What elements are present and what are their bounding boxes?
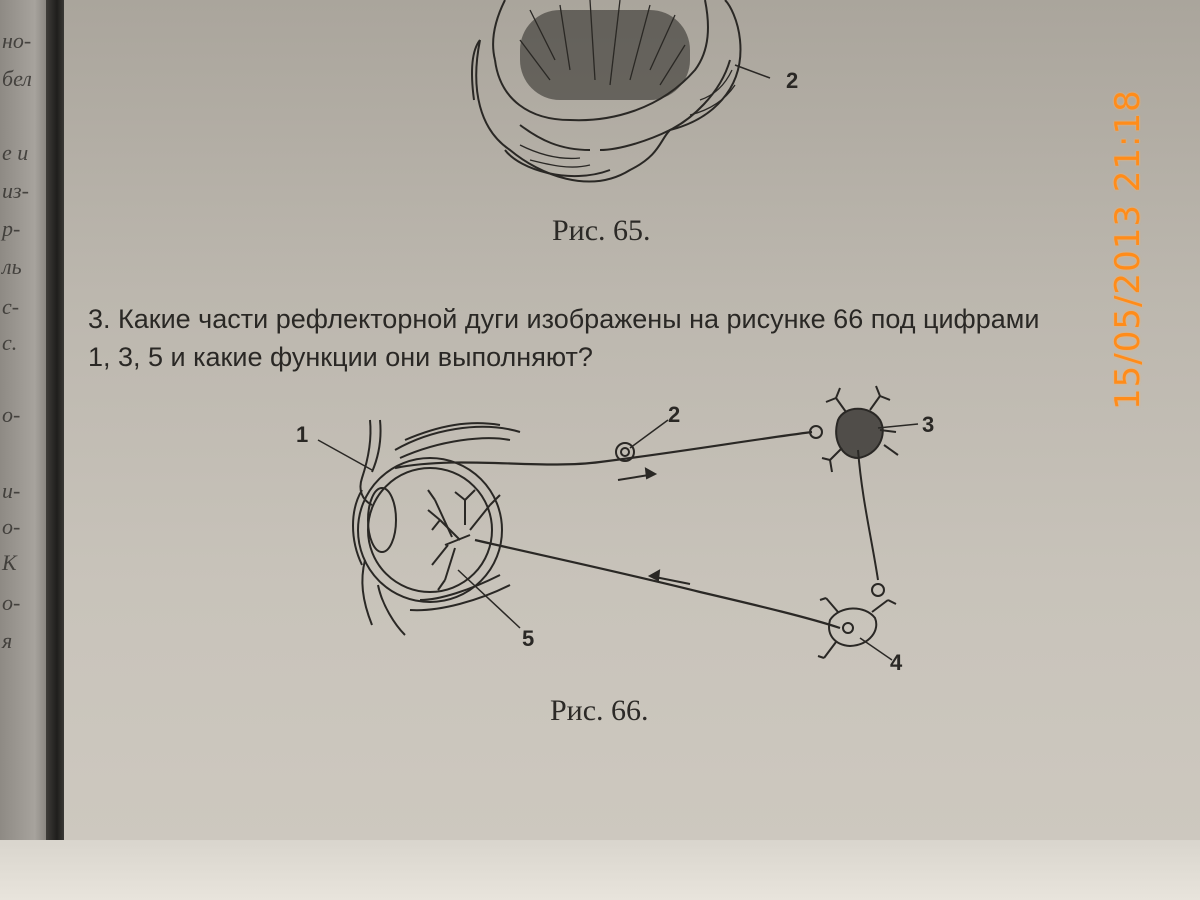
adjacent-page-fragment: е и xyxy=(2,140,29,165)
question-line-2: 1, 3, 5 и какие функции они выполняют? xyxy=(88,342,593,372)
diagram-label-2: 2 xyxy=(668,402,681,427)
adjacent-page-fragment: К xyxy=(2,550,17,575)
adjacent-page-fragment: ль xyxy=(2,254,22,279)
page-bottom-edge xyxy=(0,840,1200,900)
book-spine xyxy=(46,0,68,860)
adjacent-page-fragment: с. xyxy=(2,330,18,355)
figure-66-caption: Рис. 66. xyxy=(550,694,649,727)
diagram-label-5: 5 xyxy=(522,626,535,651)
diagram-label-1: 1 xyxy=(296,422,309,447)
adjacent-page-fragment: о- xyxy=(2,514,21,539)
diagram-label-4: 4 xyxy=(890,650,903,675)
textbook-page xyxy=(64,0,1200,840)
adjacent-page-fragment: я xyxy=(2,628,13,653)
adjacent-page-fragment: но- xyxy=(2,28,32,53)
adjacent-page-fragment: бел xyxy=(2,66,32,91)
adjacent-page-fragment: с- xyxy=(2,294,20,319)
adjacent-page-fragment: р- xyxy=(2,216,21,241)
camera-timestamp: 15/05/2013 21:18 xyxy=(1108,89,1148,410)
adjacent-page-fragment: о- xyxy=(2,402,21,427)
question-line-1: 3. Какие части рефлекторной дуги изображ… xyxy=(88,304,1040,334)
question-3: 3. Какие части рефлекторной дуги изображ… xyxy=(88,300,1168,376)
cerebellum-illustration xyxy=(471,0,771,183)
adjacent-page-fragment: из- xyxy=(2,178,29,203)
adjacent-page-fragment: о- xyxy=(2,590,21,615)
adjacent-page-fragment: и- xyxy=(2,478,21,503)
figure-65-label-2: 2 xyxy=(786,68,799,93)
diagram-label-3: 3 xyxy=(922,412,935,437)
figure-65-caption: Рис. 65. xyxy=(552,214,651,247)
